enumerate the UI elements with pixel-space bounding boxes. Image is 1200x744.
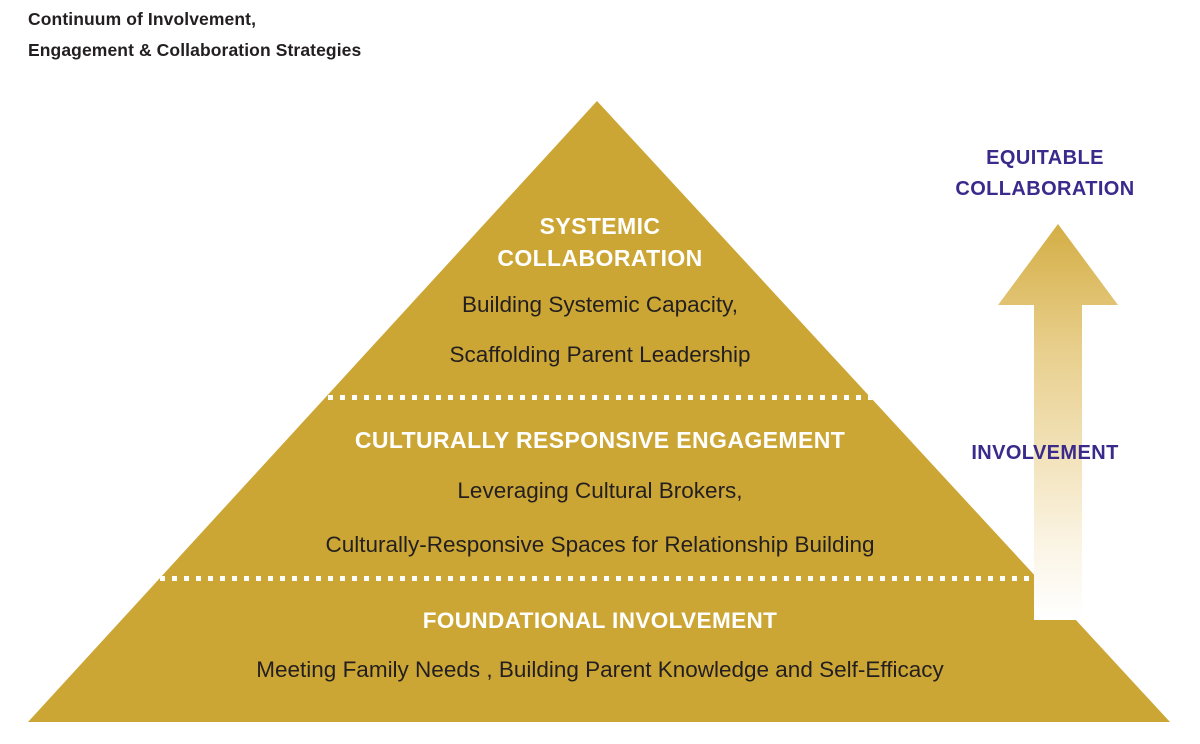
page-title-line-1: Continuum of Involvement,	[28, 9, 257, 29]
label-equitable-line-2: COLLABORATION	[955, 178, 1135, 200]
page-title: Continuum of Involvement, Engagement & C…	[28, 4, 588, 66]
pyramid-body	[28, 101, 1170, 722]
label-equitable-collaboration: EQUITABLE COLLABORATION	[900, 143, 1190, 205]
page-title-line-2: Engagement & Collaboration Strategies	[28, 40, 362, 60]
label-equitable-line-1: EQUITABLE	[986, 147, 1104, 169]
label-involvement: INVOLVEMENT	[900, 440, 1190, 466]
label-involvement-text: INVOLVEMENT	[971, 442, 1119, 464]
up-arrow-icon	[998, 224, 1118, 620]
